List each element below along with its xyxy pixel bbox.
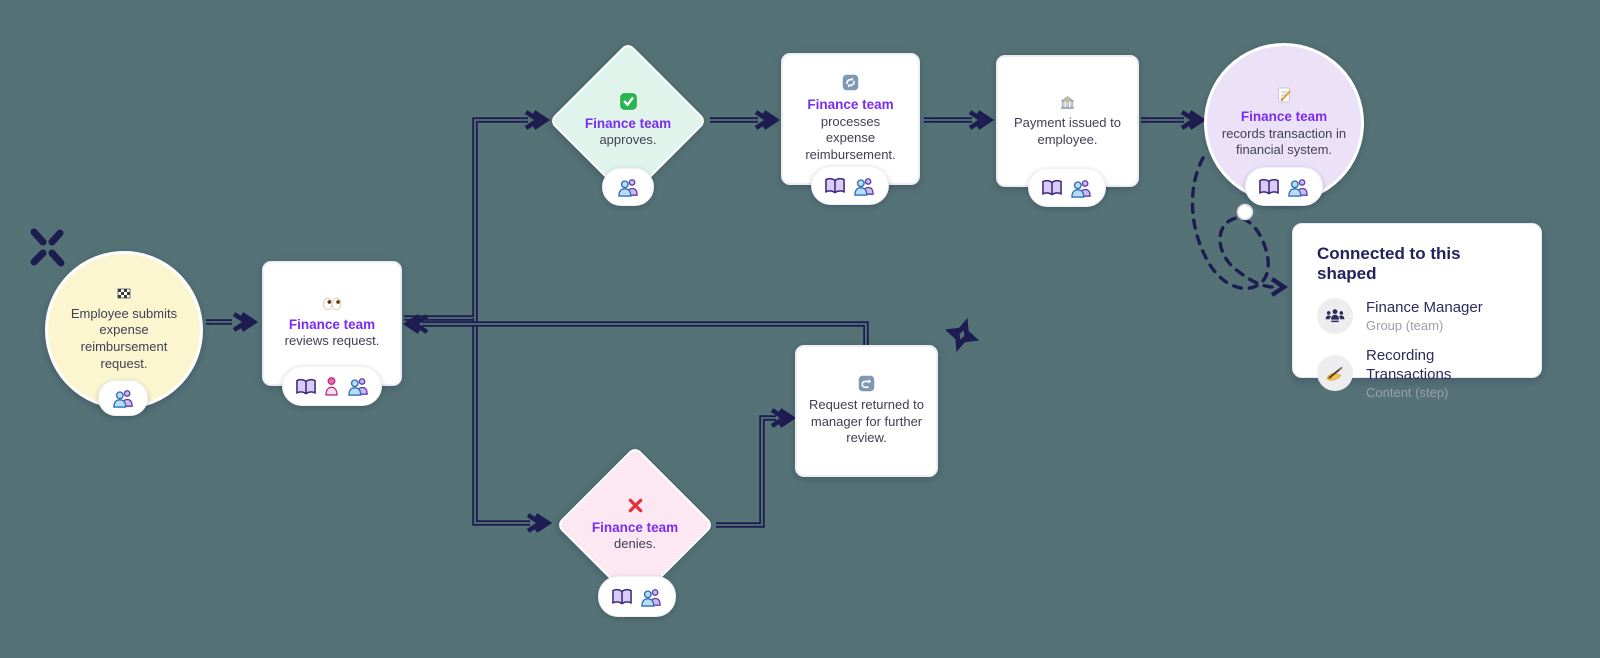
badge-payment[interactable] [1028,168,1106,207]
connector-records-to-panel-dashed[interactable] [1190,156,1288,297]
group-icon [1317,298,1353,334]
connected-panel: Connected to this shaped Finance Manager… [1292,223,1542,400]
book-icon [825,177,845,194]
node-finance-reviews[interactable]: Finance team reviews request. [262,261,402,386]
panel-item-sublabel: Content (step) [1366,384,1449,400]
return-icon [858,375,875,392]
panel-item-label: Recording Transactions [1366,347,1452,383]
connector-returned-to-reviews[interactable] [402,314,869,346]
book-icon [1259,178,1279,195]
check-icon [619,93,637,110]
people-icon [1288,178,1308,197]
node-team-label: Finance team [591,519,679,535]
node-team-label: Finance team [807,97,894,113]
person-icon [324,377,338,396]
x-icon [627,497,644,514]
people-icon [854,177,874,196]
badge-employee[interactable] [98,380,148,416]
people-icon [1071,179,1091,198]
node-text: denies. [614,536,656,552]
panel-item-finance-manager[interactable]: Finance Manager Group (team) [1317,298,1519,334]
panel-item-recording-transactions[interactable]: Recording Transactions Content (step) [1317,347,1519,400]
node-team-label: Finance team [1240,109,1328,125]
node-finance-processes[interactable]: Finance team processes expense reimburse… [781,53,920,185]
people-icon [641,588,661,607]
panel-item-sublabel: Group (team) [1366,317,1444,333]
connector-processes-to-payment[interactable] [924,110,995,130]
badge-processes[interactable] [811,166,889,205]
connector-employee-to-reviews[interactable] [206,312,259,332]
eyes-icon [322,297,342,311]
node-text: reviews request. [284,333,380,349]
node-text: records transaction in financial system. [1221,125,1347,158]
badge-records[interactable] [1245,167,1323,206]
sparkle-doodle[interactable] [939,312,984,357]
bank-icon [1059,94,1076,110]
connector-reviews-to-approves[interactable] [404,110,551,321]
panel-item-label: Finance Manager [1366,299,1483,317]
people-icon [113,390,133,408]
node-text: approves. [599,132,657,148]
connector-payment-to-records[interactable] [1141,110,1207,130]
book-icon [1042,179,1062,196]
node-finance-denies[interactable]: Finance team denies. [555,445,715,605]
connector-denies-to-returned[interactable] [716,408,797,528]
x-sketch-doodle[interactable] [30,228,65,267]
connector-reviews-to-denies[interactable] [472,318,553,533]
people-icon [618,179,638,197]
badge-reviews[interactable] [282,366,382,406]
node-text: processes expense reimbursement. [805,113,896,163]
node-team-label: Finance team [288,316,376,332]
connector-endpoint-dot [1236,203,1254,221]
writing-hand-icon [1317,355,1353,392]
node-payment-issued[interactable]: Payment issued to employee. [996,55,1139,187]
node-finance-records[interactable]: Finance team records transaction in fina… [1204,43,1364,203]
book-icon [612,588,632,605]
cycle-icon [842,74,859,91]
people-icon [347,378,368,396]
node-text: Payment issued to employee. [1014,114,1121,147]
book-icon [295,378,316,395]
connector-approves-to-processes[interactable] [710,110,781,130]
memo-icon [1277,87,1292,103]
badge-denies[interactable] [598,576,676,617]
node-text: Request returned to manager for further … [809,397,924,446]
node-request-returned[interactable]: Request returned to manager for further … [795,345,938,477]
node-team-label: Finance team [584,115,672,131]
badge-approves[interactable] [602,168,654,206]
node-text: Employee submits expense reimbursement r… [70,305,178,371]
node-finance-approves[interactable]: Finance team approves. [548,41,708,201]
checkered-flag-icon [117,288,132,301]
connected-panel-title: Connected to this shaped [1317,244,1461,283]
